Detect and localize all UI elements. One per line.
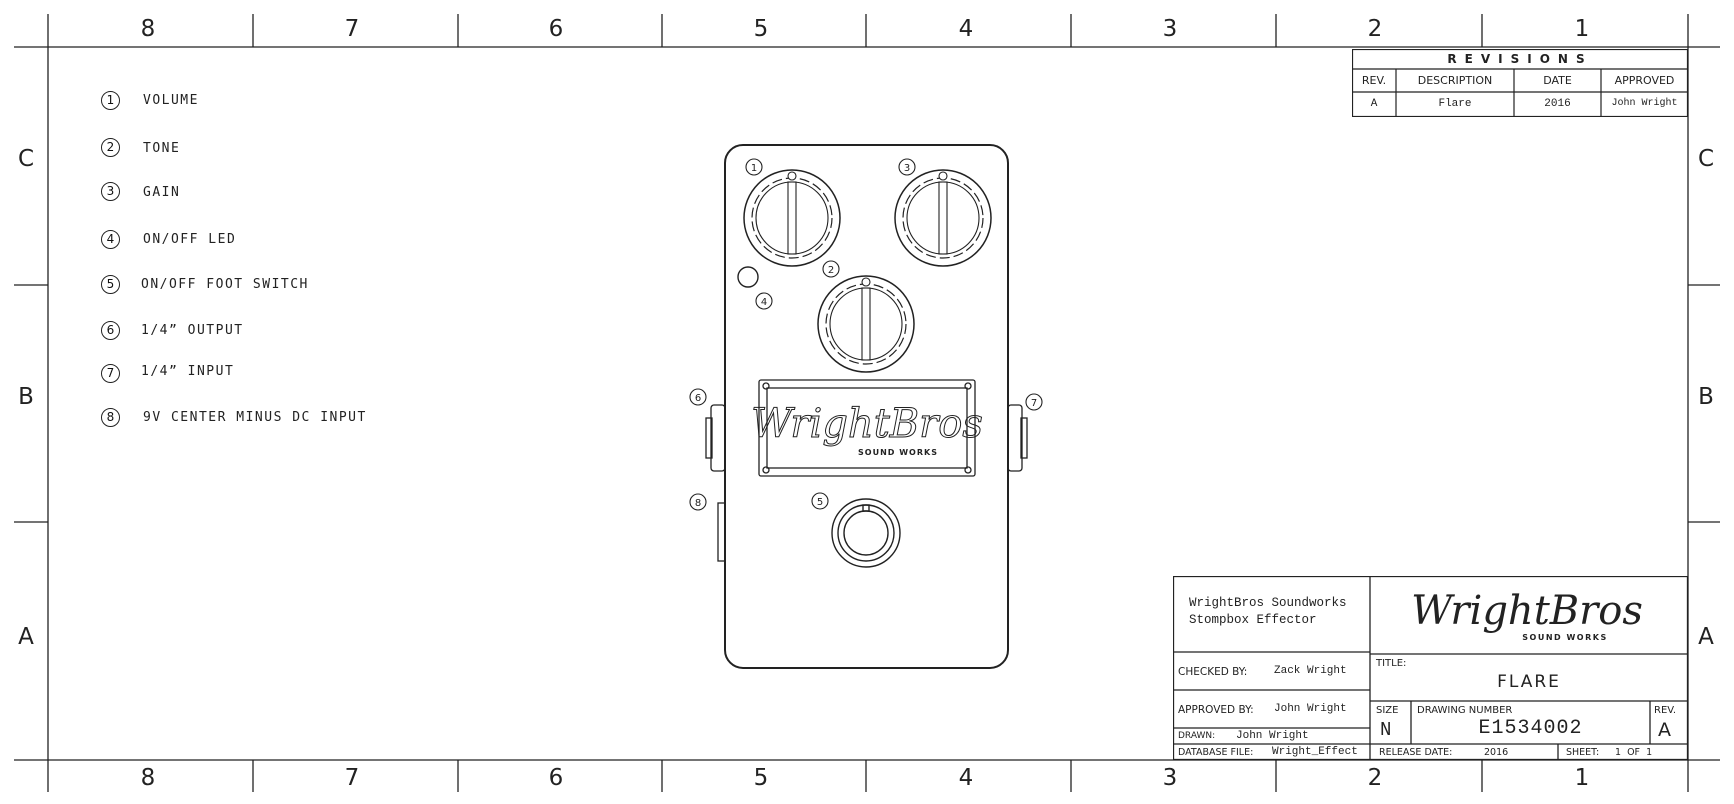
size-label: SIZE [1376, 705, 1399, 716]
zone-col-label: 2 [1367, 765, 1383, 791]
callout-number: 8 [695, 498, 701, 509]
legend-number: 2 [101, 138, 120, 157]
callout-number: 4 [761, 297, 767, 308]
legend-label: ON/OFF FOOT SWITCH [141, 277, 309, 292]
dc-input-jack [717, 502, 726, 562]
zone-col-label: 7 [344, 16, 360, 42]
gain-knob [894, 169, 992, 267]
sheet-value: 1 OF 1 [1615, 747, 1653, 758]
drawn-label: DRAWN: [1178, 731, 1216, 741]
release-date-value: 2016 [1484, 747, 1509, 758]
approved-by-label: APPROVED BY: [1178, 704, 1254, 716]
size-value: N [1380, 719, 1392, 741]
legend-label: TONE [143, 141, 181, 156]
callout-number: 6 [695, 393, 701, 404]
callouts [689, 158, 1043, 511]
zone-col-label: 5 [753, 765, 769, 791]
approved-by-value: John Wright [1274, 703, 1347, 715]
zone-row-label: B [1698, 384, 1714, 410]
legend-label: 1/4” INPUT [141, 364, 235, 379]
revisions-cell: John Wright [1611, 98, 1678, 109]
callout-number: 5 [817, 497, 823, 508]
callout-number: 2 [828, 265, 834, 276]
legend-label: 9V CENTER MINUS DC INPUT [143, 410, 367, 425]
company-subtitle: Stompbox Effector [1189, 613, 1317, 627]
zone-col-label: 5 [753, 16, 769, 42]
revisions-table: REVISIONS REV. DESCRIPTION DATE APPROVED… [1352, 49, 1688, 117]
revisions-cell: Flare [1438, 98, 1472, 110]
zone-col-label: 4 [958, 16, 974, 42]
title-label: TITLE: [1376, 658, 1407, 669]
zone-col-label: 3 [1162, 16, 1178, 42]
pedal-logo-script: WrightBros [751, 401, 983, 447]
callout-number: 7 [1031, 398, 1037, 409]
revisions-header: DATE [1543, 74, 1572, 87]
zone-col-label: 6 [548, 765, 564, 791]
title-block-logo: WrightBros SOUND WORKS [1411, 588, 1643, 642]
checked-by-label: CHECKED BY: [1178, 666, 1248, 678]
database-file-label: DATABASE FILE: [1178, 747, 1254, 758]
database-file-value: Wright_Effect [1272, 746, 1358, 758]
legend-label: VOLUME [143, 93, 199, 108]
output-jack [705, 404, 726, 472]
zone-row-label: B [18, 384, 34, 410]
zone-row-label: A [1698, 624, 1714, 650]
revisions-cell: A [1370, 98, 1378, 110]
drawing-number-label: DRAWING NUMBER [1417, 705, 1513, 716]
callout-number: 1 [751, 163, 757, 174]
zone-col-label: 6 [548, 16, 564, 42]
input-jack [1007, 404, 1028, 472]
legend-number: 5 [101, 275, 120, 294]
legend-number: 3 [101, 182, 120, 201]
zone-col-label: 1 [1574, 16, 1590, 42]
legend-number: 1 [101, 91, 120, 110]
title-block: WrightBros Soundworks Stompbox Effector … [1173, 576, 1688, 760]
legend-label: 1/4” OUTPUT [141, 323, 244, 338]
volume-knob [743, 169, 841, 267]
logo-script: WrightBros [1411, 588, 1643, 634]
led-indicator [737, 266, 759, 288]
legend-label: GAIN [143, 185, 181, 200]
sheet-label: SHEET: [1566, 747, 1600, 758]
legend-number: 7 [101, 364, 120, 383]
zone-row-label: C [17, 146, 35, 172]
pedal-drawing: WrightBros SOUND WORKS 1 2 3 4 5 6 7 8 [689, 144, 1043, 669]
zone-row-label: C [1697, 146, 1715, 172]
zone-col-label: 4 [958, 765, 974, 791]
checked-by-value: Zack Wright [1274, 665, 1347, 677]
legend-number: 6 [101, 321, 120, 340]
release-date-label: RELEASE DATE: [1379, 747, 1453, 758]
zone-row-label: A [18, 624, 34, 650]
drawing-title: FLARE [1497, 672, 1561, 692]
revisions-header: APPROVED [1614, 74, 1675, 87]
zone-col-label: 7 [344, 765, 360, 791]
company-name: WrightBros Soundworks [1189, 596, 1347, 610]
zone-col-label: 2 [1367, 16, 1383, 42]
pedal-logo-sub: SOUND WORKS [858, 448, 938, 457]
rev-label: REV. [1654, 705, 1676, 716]
zone-col-label: 8 [140, 765, 156, 791]
foot-switch [831, 498, 901, 568]
logo-subtitle: SOUND WORKS [1522, 633, 1607, 642]
rev-value: A [1658, 719, 1671, 741]
logo-plate [758, 379, 976, 477]
revisions-header: DESCRIPTION [1417, 74, 1493, 87]
callout-number: 3 [904, 163, 910, 174]
revisions-cell: 2016 [1544, 98, 1571, 110]
revisions-title: REVISIONS [1447, 52, 1593, 66]
drawing-number-value: E1534002 [1478, 717, 1583, 740]
legend-number: 4 [101, 230, 120, 249]
legend-number: 8 [101, 408, 120, 427]
drawn-value: John Wright [1236, 730, 1309, 742]
zone-col-label: 8 [140, 16, 156, 42]
zone-col-label: 1 [1574, 765, 1590, 791]
zone-col-label: 3 [1162, 765, 1178, 791]
legend-label: ON/OFF LED [143, 232, 237, 247]
tone-knob [817, 275, 915, 373]
revisions-header: REV. [1361, 74, 1387, 87]
